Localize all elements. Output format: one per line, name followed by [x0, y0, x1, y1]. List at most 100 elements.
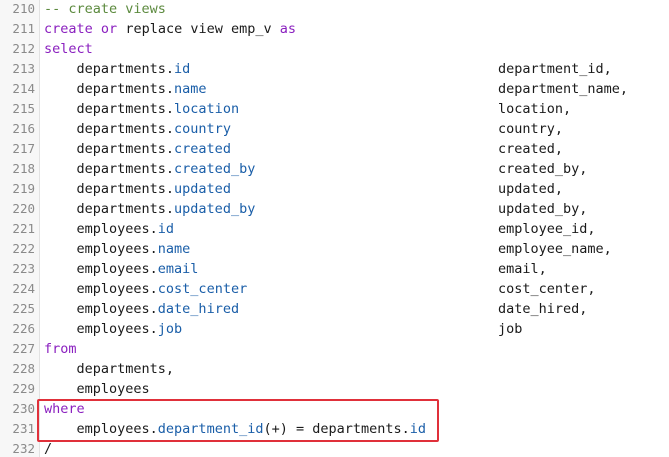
code-token: employees. [44, 281, 158, 297]
column-name: location [174, 101, 240, 117]
code-text: departments.location [44, 99, 240, 119]
line-number: 216 [12, 121, 35, 136]
code-token: departments. [44, 101, 175, 117]
code-text: departments, [44, 359, 175, 379]
code-line[interactable]: 223 employees.email email, [0, 259, 669, 279]
code-token: departments. [44, 81, 175, 97]
column-alias: country, [498, 121, 564, 137]
sql-keyword: where [44, 401, 85, 417]
code-text: employees [44, 379, 150, 399]
line-number: 225 [12, 301, 35, 316]
code-line[interactable]: 210 -- create views [0, 0, 669, 19]
code-line[interactable]: 227 from [0, 339, 669, 359]
line-number: 215 [12, 101, 35, 116]
code-line[interactable]: 212 select [0, 39, 669, 59]
column-name: created_by [174, 161, 256, 177]
line-number: 222 [12, 241, 35, 256]
code-line[interactable]: 229 employees [0, 379, 669, 399]
code-token: departments. [44, 181, 175, 197]
line-number: 230 [12, 401, 35, 416]
code-line[interactable]: 231 employees.department_id(+) = departm… [0, 419, 669, 439]
code-token: departments. [44, 201, 175, 217]
code-text: employees.cost_center [44, 279, 248, 299]
code-text: departments.id [44, 59, 191, 79]
code-text: departments.country [44, 119, 231, 139]
line-number: 232 [12, 441, 35, 456]
sql-keyword: select [44, 41, 93, 57]
column-alias: cost_center, [498, 281, 596, 297]
column-name: id [174, 61, 191, 77]
line-number: 212 [12, 41, 35, 56]
line-number: 213 [12, 61, 35, 76]
code-line[interactable]: 224 employees.cost_center cost_center, [0, 279, 669, 299]
line-number: 219 [12, 181, 35, 196]
code-token: departments. [44, 61, 175, 77]
column-name: created [174, 141, 231, 157]
code-token: replace view emp_v [117, 21, 280, 37]
code-token: employees. [44, 241, 158, 257]
column-alias: employee_id, [498, 221, 596, 237]
column-alias: department_name, [498, 81, 629, 97]
code-text: from [44, 339, 77, 359]
column-alias: job [498, 321, 523, 337]
code-line[interactable]: 230 where [0, 399, 669, 419]
column-alias: created, [498, 141, 564, 157]
code-token: employees. [44, 321, 158, 337]
code-line[interactable]: 228 departments, [0, 359, 669, 379]
sql-keyword: as [279, 21, 297, 37]
code-text: departments.updated [44, 179, 231, 199]
line-number: 223 [12, 261, 35, 276]
line-number: 224 [12, 281, 35, 296]
code-text: employees.date_hired [44, 299, 240, 319]
column-alias: email, [498, 261, 547, 277]
code-line[interactable]: 216 departments.country country, [0, 119, 669, 139]
column-name: date_hired [157, 301, 240, 317]
column-name: name [174, 81, 207, 97]
column-name: department_id [157, 421, 264, 437]
line-number: 227 [12, 341, 35, 356]
code-token: (+) = departments. [263, 421, 410, 437]
code-text: -- create views [44, 0, 166, 19]
line-number: 226 [12, 321, 35, 336]
sql-keyword: or [100, 21, 118, 37]
line-number: 210 [12, 1, 35, 16]
column-name: id [409, 421, 427, 437]
code-text: where [44, 399, 85, 419]
code-token: employees [44, 381, 150, 397]
line-number: 228 [12, 361, 35, 376]
code-token: / [44, 441, 53, 457]
code-token: employees. [44, 261, 158, 277]
column-name: updated [174, 181, 231, 197]
code-token: departments. [44, 121, 175, 137]
line-number: 217 [12, 141, 35, 156]
column-name: cost_center [157, 281, 248, 297]
column-alias: created_by, [498, 161, 588, 177]
code-line[interactable]: 232 / [0, 439, 669, 457]
column-name: id [157, 221, 175, 237]
code-text: employees.email [44, 259, 199, 279]
sql-keyword: from [44, 341, 77, 357]
line-number: 214 [12, 81, 35, 96]
line-number: 231 [12, 421, 35, 436]
code-line[interactable]: 214 departments.name department_name, [0, 79, 669, 99]
code-text: employees.department_id(+) = departments… [44, 419, 427, 439]
code-text: departments.name [44, 79, 207, 99]
column-name: name [157, 241, 191, 257]
column-name: job [157, 321, 183, 337]
code-text: employees.job [44, 319, 183, 339]
code-token: employees. [44, 221, 158, 237]
line-number: 229 [12, 381, 35, 396]
code-token: employees. [44, 301, 158, 317]
